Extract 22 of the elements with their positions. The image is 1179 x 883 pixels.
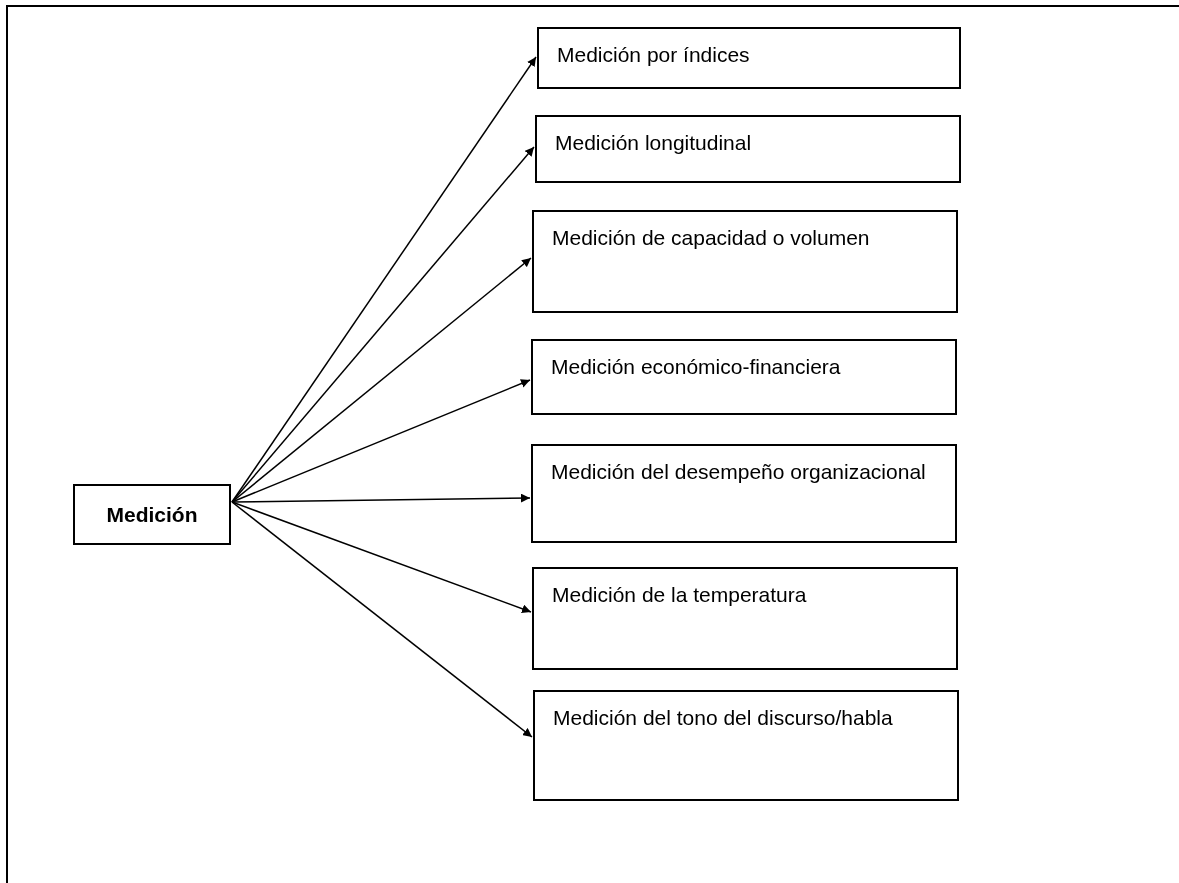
category-label: Medición del tono del discurso/habla [553,705,894,731]
category-label: Medición de capacidad o volumen [552,225,871,251]
root-box [73,484,231,545]
category-box [533,690,959,801]
category-box [537,27,961,89]
category-box [535,115,961,183]
category-label: Medición por índices [557,42,751,68]
category-box [532,210,958,313]
arrow [231,257,532,503]
category-box [531,339,957,415]
category-label: Medición económico-financiera [551,354,842,380]
category-label: Medición longitudinal [555,130,753,156]
arrow [231,146,535,503]
category-box [531,444,957,543]
arrow [231,379,531,503]
arrow [231,501,533,738]
category-label: Medición del desempeño organizacional [551,459,927,485]
arrow [231,501,532,614]
category-box [532,567,958,670]
arrow [231,493,531,503]
root-label: Medición [106,501,198,528]
category-label: Medición de la temperatura [552,582,808,608]
